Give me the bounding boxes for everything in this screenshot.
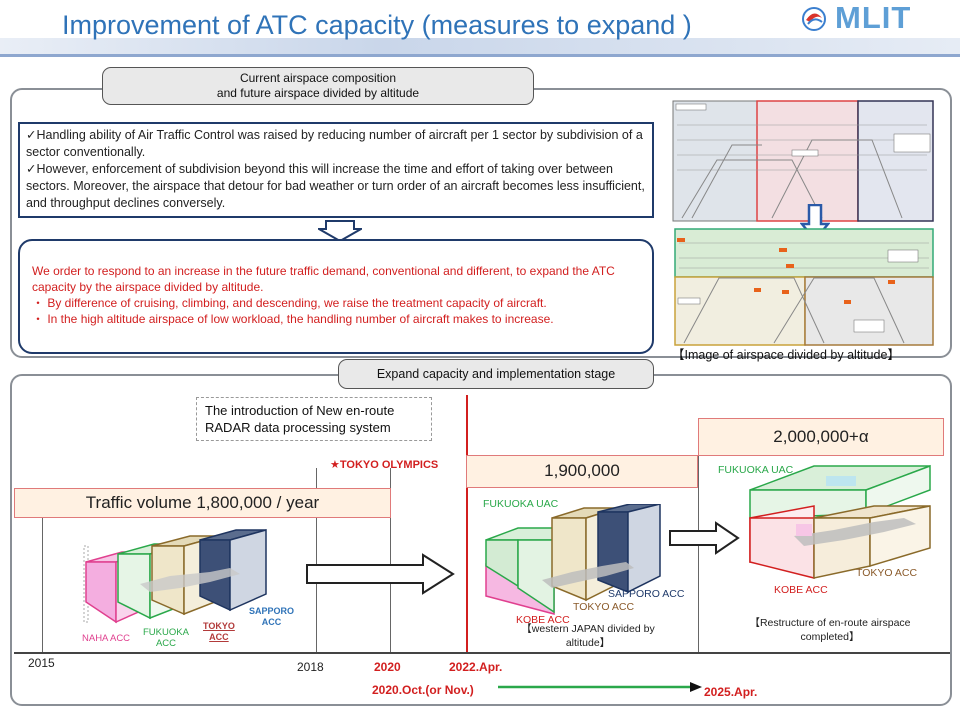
timeline-marker-2025 (698, 456, 699, 652)
stage1-to-stage2-arrow-icon (306, 553, 455, 595)
tab-line-2: and future airspace divided by altitude (216, 86, 420, 100)
naha-acc-label: NAHA ACC (82, 633, 131, 644)
page-title: Improvement of ATC capacity (measures to… (62, 10, 692, 40)
tokyo-acc-label: TOKYO ACC (203, 621, 235, 643)
schedule-arrow-icon (498, 682, 702, 692)
timeline-marker-2022 (466, 395, 468, 652)
stage3-caption: 【Restructure of en-route airspace comple… (749, 617, 911, 643)
tokyo-acc-label-line1: TOKYO (203, 621, 235, 631)
tokyo-acc-label-line2: ACC (209, 632, 229, 642)
year-2018: 2018 (297, 660, 324, 674)
sapporo-acc-label-line2: ACC (261, 617, 282, 627)
sapporo-acc-label: SAPPORO ACC (249, 606, 294, 628)
stage2-airspace-boxes (485, 504, 661, 615)
traffic-volume-future: 2,000,000+α (698, 418, 944, 456)
airspace-image-caption: 【Image of airspace divided by altitude】 (672, 348, 900, 362)
stage2-kobe-acc-label: KOBE ACC (516, 614, 570, 626)
stage1-airspace-boxes (83, 529, 267, 624)
stage2-to-stage3-arrow-icon (669, 521, 740, 555)
radar-system-intro-box: The introduction of New en-route RADAR d… (196, 397, 432, 441)
divided-airspace-image (674, 228, 934, 346)
sector-subdivision-note: ✓Handling ability of Air Traffic Control… (18, 122, 654, 218)
altitude-division-order-box: We order to respond to an increase in th… (18, 239, 654, 354)
timeline-marker-2020 (390, 468, 391, 652)
year-2025-apr: 2025.Apr. (704, 685, 758, 699)
traffic-volume-current: Traffic volume 1,800,000 / year (14, 488, 391, 518)
year-2022-apr: 2022.Apr. (449, 660, 503, 674)
fukuoka-acc-label-line2: ACC (155, 638, 176, 649)
implementation-stage-tab: Expand capacity and implementation stage (338, 359, 654, 389)
timeline-marker-2018 (316, 468, 317, 652)
tokyo-olympics-marker: ★TOKYO OLYMPICS (330, 459, 439, 471)
order-line-3: ・ In the high altitude airspace of low w… (32, 312, 554, 326)
sapporo-acc-label-line1: SAPPORO (249, 606, 295, 616)
note-line-2: ✓However, enforcement of subdivision bey… (26, 162, 645, 210)
year-2020: 2020 (374, 660, 401, 674)
year-2020-oct: 2020.Oct.(or Nov.) (372, 683, 474, 697)
mlit-logo (802, 7, 826, 31)
stage3-airspace-boxes (749, 464, 931, 579)
traffic-volume-mid: 1,900,000 (466, 455, 698, 488)
implementation-stage-title: Expand capacity and implementation stage (376, 366, 616, 381)
order-line-1: We order to respond to an increase in th… (32, 264, 615, 294)
stage2-fukuoka-uac-label: FUKUOKA UAC (483, 498, 559, 510)
header-divider (0, 54, 960, 57)
stage2-sapporo-acc-label: SAPPORO ACC (608, 588, 685, 600)
timeline-marker-2015 (42, 518, 43, 652)
fukuoka-acc-label: FUKUOKA ACC (143, 627, 189, 649)
stage3-kobe-acc-label: KOBE ACC (774, 584, 828, 596)
year-2015: 2015 (28, 656, 55, 670)
stage3-fukuoka-uac-label: FUKUOKA UAC (718, 464, 794, 476)
stage2-tokyo-acc-label: TOKYO ACC (573, 601, 635, 613)
mlit-logo-text: MLIT (835, 0, 912, 35)
header-band (0, 38, 960, 54)
timeline-axis (14, 652, 950, 654)
order-line-2: ・ By difference of cruising, climbing, a… (32, 296, 547, 310)
airspace-composition-tab: Current airspace composition and future … (102, 67, 534, 105)
tab-line-1: Current airspace composition (239, 71, 397, 85)
note-line-1: ✓Handling ability of Air Traffic Control… (26, 128, 643, 159)
fukuoka-acc-label-line1: FUKUOKA (143, 627, 189, 638)
stage3-tokyo-acc-label: TOKYO ACC (856, 567, 918, 579)
stage2-caption: 【western JAPAN divided by altitude】 (521, 623, 655, 649)
current-airspace-image (672, 100, 934, 222)
down-arrow-icon (318, 220, 362, 242)
